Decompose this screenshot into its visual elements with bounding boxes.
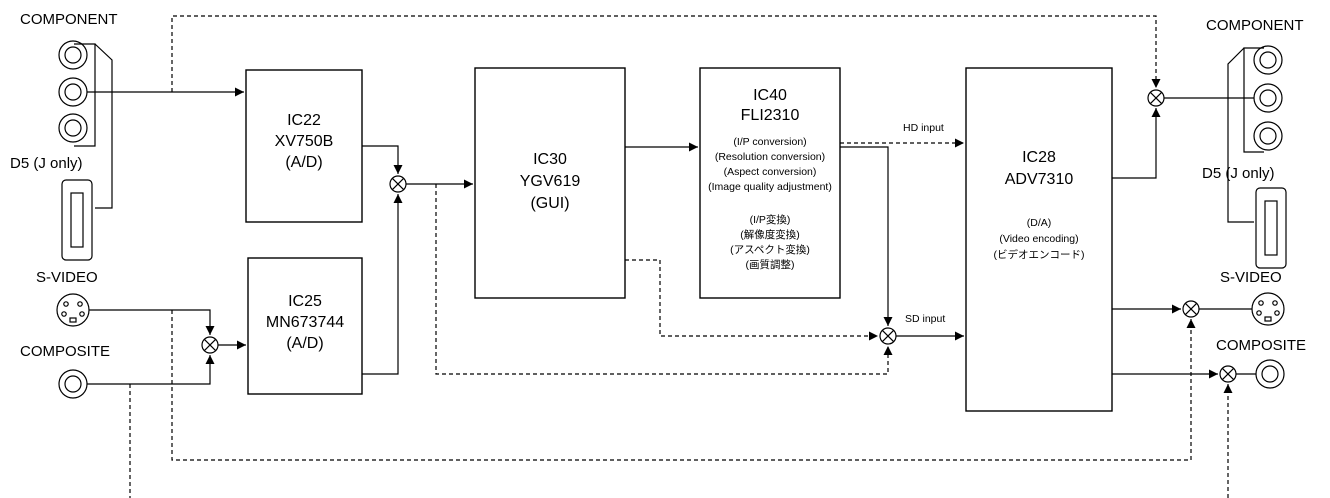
block-ic28: IC28 ADV7310 (D/A) (Video encoding) (ビデオ… — [965, 67, 1113, 412]
solid-signal-lines — [87, 87, 1256, 385]
input-component-label: COMPONENT — [20, 11, 118, 28]
ic28-name: IC28 — [1022, 149, 1056, 166]
output-component-label: COMPONENT — [1206, 17, 1304, 34]
output-component-jacks — [1227, 45, 1283, 223]
ic28-function: (D/A) — [1027, 217, 1052, 229]
input-composite-jack — [58, 369, 88, 399]
ic40-func-en-2: (Resolution conversion) — [715, 151, 825, 163]
input-component-jacks — [58, 40, 113, 209]
ic40-func-en-3: (Aspect conversion) — [724, 166, 817, 178]
ic40-func-ja-2: (解像度変換) — [740, 228, 800, 241]
input-composite-label: COMPOSITE — [20, 343, 110, 360]
output-d5-label: D5 (J only) — [1202, 165, 1275, 182]
ic40-func-ja-1: (I/P変換) — [750, 213, 791, 226]
ic40-part: FLI2310 — [741, 107, 800, 124]
input-d5-label: D5 (J only) — [10, 155, 83, 172]
ic25-function: (A/D) — [286, 335, 323, 352]
ic28-part: ADV7310 — [1005, 171, 1074, 188]
ic40-name: IC40 — [753, 87, 787, 104]
block-ic22: IC22 XV750B (A/D) — [245, 69, 363, 223]
output-composite-label: COMPOSITE — [1216, 337, 1306, 354]
ic28-function-en: (Video encoding) — [999, 233, 1078, 245]
output-composite-jack — [1255, 359, 1285, 389]
ic40-func-ja-3: (アスペクト変換) — [730, 243, 810, 256]
ic25-name: IC25 — [288, 293, 322, 310]
input-svideo-label: S-VIDEO — [36, 269, 98, 286]
ic30-function: (GUI) — [530, 195, 569, 212]
block-ic30: IC30 YGV619 (GUI) — [474, 67, 626, 299]
ic22-name: IC22 — [287, 112, 321, 129]
ic30-name: IC30 — [533, 151, 567, 168]
ic22-function: (A/D) — [285, 154, 322, 171]
ic30-part: YGV619 — [520, 173, 581, 190]
input-d5-connector — [61, 179, 93, 261]
ic40-func-en-1: (I/P conversion) — [733, 136, 806, 148]
ic28-function-ja: (ビデオエンコード) — [994, 248, 1085, 261]
output-svideo-label: S-VIDEO — [1220, 269, 1282, 286]
sd-input-label: SD input — [905, 313, 945, 325]
input-svideo-jack — [56, 293, 90, 327]
hd-input-label: HD input — [903, 122, 944, 134]
ic40-func-ja-4: (画質調整) — [746, 258, 795, 271]
output-d5-connector — [1255, 187, 1287, 269]
ic40-func-en-4: (Image quality adjustment) — [708, 181, 832, 193]
ic22-part: XV750B — [275, 133, 334, 150]
block-ic40: IC40 FLI2310 (I/P conversion) (Resolutio… — [699, 67, 841, 299]
dashed-signal-lines — [129, 15, 1233, 498]
output-svideo-jack — [1251, 292, 1285, 326]
ic25-part: MN673744 — [266, 314, 344, 331]
block-ic25: IC25 MN673744 (A/D) — [247, 257, 363, 395]
